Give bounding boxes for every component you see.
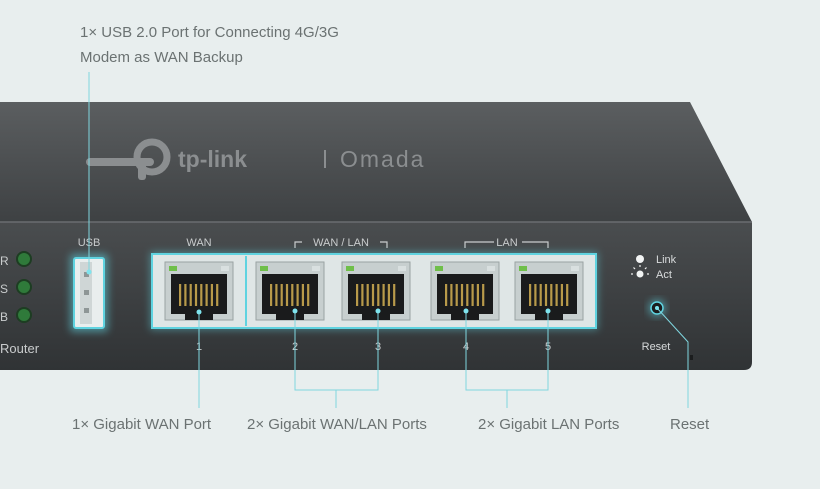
- ethernet-port-5[interactable]: [514, 261, 584, 321]
- usb-callout-line2: Modem as WAN Backup: [80, 49, 243, 66]
- link-legend-dot: [636, 255, 644, 263]
- led-b: [16, 307, 32, 323]
- usb-callout: 1× USB 2.0 Port for Connecting 4G/3G Mod…: [80, 20, 339, 70]
- wanlan-group-label: WAN / LAN: [313, 237, 369, 249]
- left-leds: R S B: [0, 251, 32, 324]
- lan-callout: 2× Gigabit LAN Ports: [478, 416, 620, 433]
- led-letter-r: R: [0, 254, 9, 268]
- wan-label: WAN: [186, 237, 211, 249]
- callout-leaders: [88, 72, 689, 408]
- ethernet-port-1[interactable]: [164, 261, 234, 321]
- chassis-top: [0, 102, 752, 222]
- tplink-logo: [86, 138, 171, 180]
- led-letter-s: S: [0, 282, 8, 296]
- usb-callout-line1: 1× USB 2.0 Port for Connecting 4G/3G: [80, 24, 339, 41]
- lan-bracket: [464, 241, 549, 248]
- wan-callout: 1× Gigabit WAN Port: [72, 416, 212, 433]
- reset-callout: Reset: [670, 416, 710, 433]
- legend-link: Link: [656, 254, 677, 266]
- product-line: Omada: [340, 146, 425, 172]
- legend-act: Act: [656, 269, 672, 281]
- reset-label: Reset: [642, 341, 671, 353]
- ethernet-ports: [164, 261, 584, 321]
- lan-group-label: LAN: [496, 237, 517, 249]
- brand-name: tp-link: [178, 146, 247, 172]
- led-letter-b: B: [0, 310, 8, 324]
- callout-dots: [86, 269, 659, 315]
- router-label: Router: [0, 341, 40, 356]
- led-s: [16, 279, 32, 295]
- ethernet-port-2[interactable]: [255, 261, 325, 321]
- led-r: [16, 251, 32, 267]
- wanlan-bracket: [294, 241, 388, 248]
- wanlan-callout: 2× Gigabit WAN/LAN Ports: [247, 416, 427, 433]
- act-legend-icon: [631, 265, 649, 278]
- chassis-notch: [690, 355, 693, 360]
